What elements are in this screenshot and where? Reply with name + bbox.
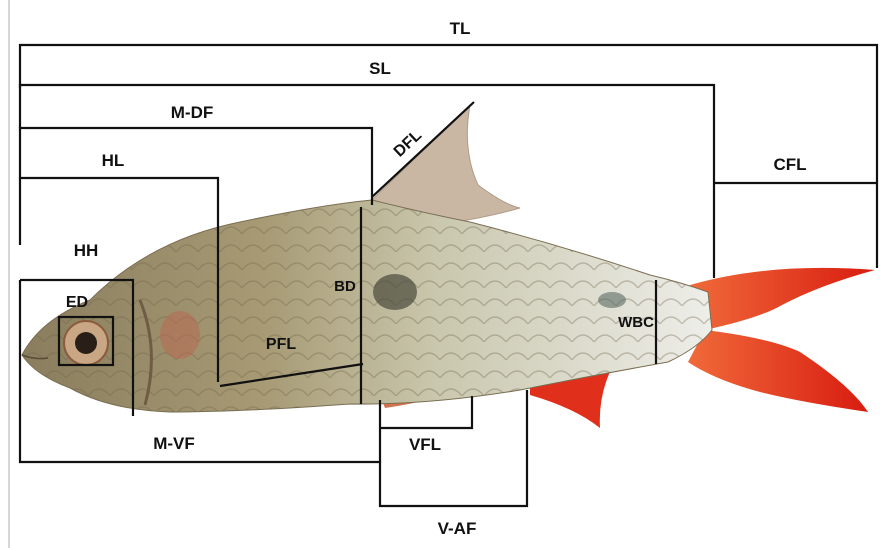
gill-blush bbox=[160, 311, 200, 359]
label-pfl: PFL bbox=[266, 336, 296, 353]
label-ed: ED bbox=[66, 294, 88, 311]
label-mdf: M-DF bbox=[171, 103, 213, 122]
label-tl: TL bbox=[450, 19, 471, 38]
caudal-fin-upper bbox=[690, 268, 875, 330]
fish-pupil bbox=[75, 332, 97, 354]
label-mvf: M-VF bbox=[153, 434, 195, 453]
body-spot bbox=[373, 274, 417, 310]
label-wbc: WBC bbox=[618, 314, 654, 331]
label-hh: HH bbox=[74, 241, 99, 260]
label-bd: BD bbox=[334, 278, 356, 295]
vaf-bracket bbox=[380, 390, 527, 506]
label-cfl: CFL bbox=[773, 155, 806, 174]
label-hl: HL bbox=[102, 151, 125, 170]
label-vfl: VFL bbox=[409, 435, 441, 454]
label-sl: SL bbox=[369, 59, 391, 78]
label-vaf: V-AF bbox=[438, 519, 477, 538]
caudal-fin-lower bbox=[688, 330, 868, 412]
body-spot bbox=[598, 292, 626, 308]
mdf-bracket bbox=[20, 128, 372, 205]
fish-illustration bbox=[22, 105, 875, 428]
